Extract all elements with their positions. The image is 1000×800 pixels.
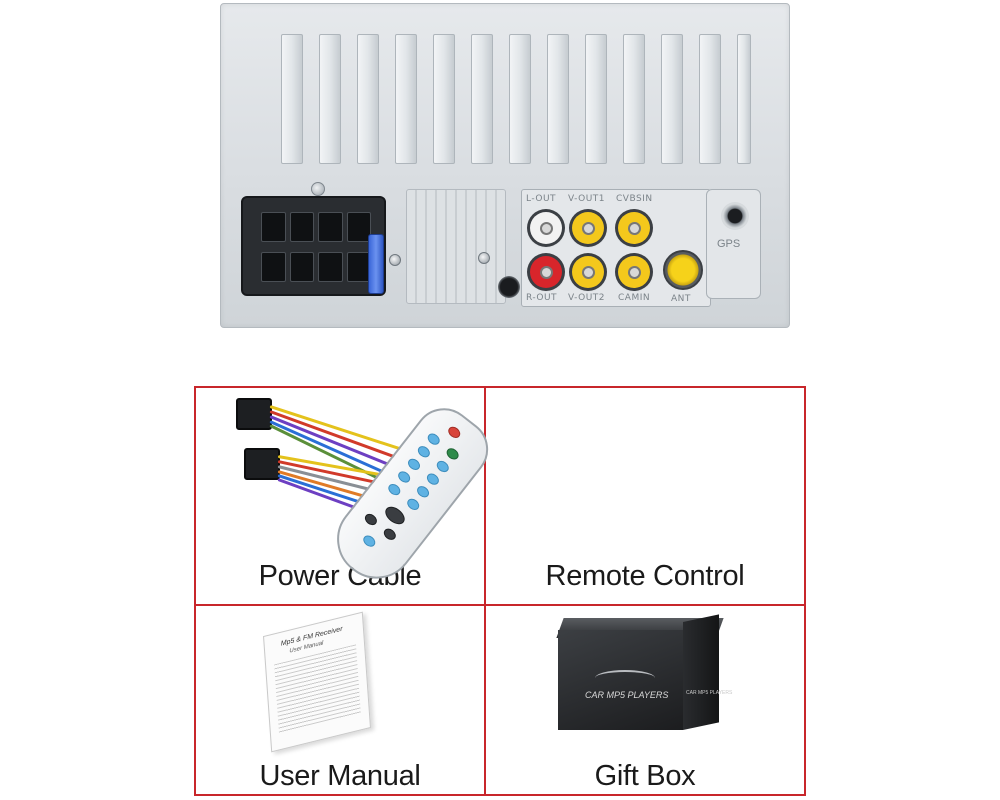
rca-yellow-jack [572,256,604,288]
fin [281,34,303,164]
gps-port: GPS [706,189,761,299]
remote-control-label: Remote Control [545,560,745,592]
camin-label: CAMIN [618,293,651,303]
fin [471,34,493,164]
remote-button [425,431,442,448]
remote-button [424,471,442,488]
fin [699,34,721,164]
remote-dpad [382,503,408,528]
fin [319,34,341,164]
head-unit-back-panel: L-OUT V-OUT1 CVBSIN R-OUT V-OUT2 CAMIN A… [220,3,790,328]
power-cable-label: Power Cable [258,560,422,592]
iso-plug [236,398,272,430]
remote-button [395,469,413,485]
fin [661,34,683,164]
fin [395,34,417,164]
user-manual-label: User Manual [259,760,421,792]
fuse [368,234,384,294]
power-icon [446,424,463,441]
fin [547,34,569,164]
box-side [683,614,719,730]
screw-icon [389,254,401,266]
remote-button [414,483,432,500]
fin [509,34,531,164]
accessories-grid: Power Cable Remote Control User Manual G… [194,386,806,796]
vent-grid [406,189,506,304]
remote-button [361,533,378,550]
rca-yellow-jack [618,256,650,288]
l-out-label: L-OUT [526,194,557,204]
grid-divider [484,388,486,794]
manual-text-lines [274,644,361,734]
screw-icon [478,252,490,264]
rca-yellow-jack [618,212,650,244]
r-out-label: R-OUT [526,293,558,303]
fin [585,34,607,164]
cooling-fins [281,34,751,174]
box-brand-text: CAR MP5 PLAYERS [585,690,669,700]
remote-button [415,443,433,460]
fin [433,34,455,164]
rca-red-jack [530,256,562,288]
remote-button [444,445,461,462]
rca-yellow-jack [572,212,604,244]
rca-white-jack [530,212,562,244]
box-brand-side-text: CAR MP5 PLAYERS [686,690,733,696]
rca-jack-panel: L-OUT V-OUT1 CVBSIN R-OUT V-OUT2 CAMIN [521,189,711,307]
v-out2-label: V-OUT2 [568,293,606,303]
remote-button [381,526,399,543]
gift-box-label: Gift Box [594,760,696,792]
remote-button [434,458,451,475]
remote-button [386,481,403,498]
screw-icon [311,182,325,196]
v-out1-label: V-OUT1 [568,194,606,204]
gps-jack [721,202,749,230]
ant-label: ANT [671,294,691,304]
grid-divider [196,604,804,606]
remote-button [362,511,380,528]
mic-jack [498,276,520,298]
fin [623,34,645,164]
remote-button [405,496,422,513]
fin [357,34,379,164]
iso-plug [244,448,280,480]
remote-button [405,456,423,473]
antenna-jack [663,250,703,290]
iso-connector-socket [241,196,386,296]
gps-label: GPS [717,238,741,250]
car-logo-icon [595,670,655,686]
cvbsin-label: CVBSIN [616,194,653,204]
user-manual-image: Mp5 & FM Receiver User Manual [263,611,371,753]
fin [737,34,751,164]
